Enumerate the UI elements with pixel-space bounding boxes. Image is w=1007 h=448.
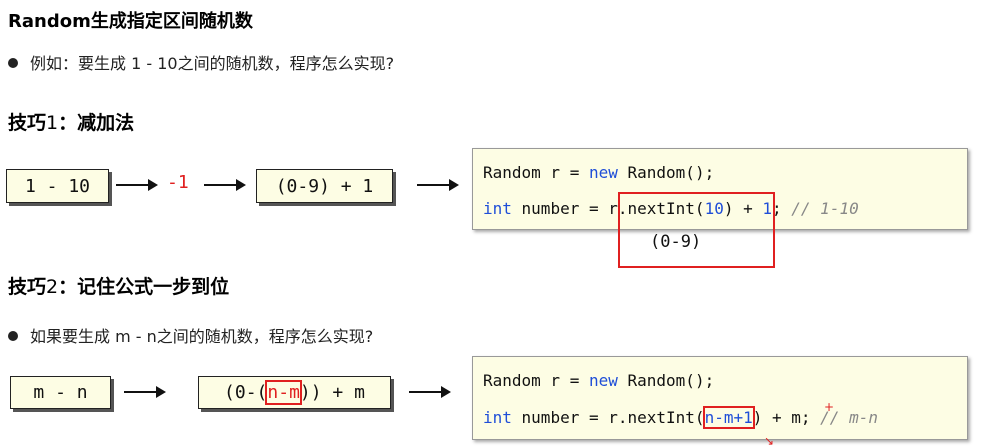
code-block-1: Random r = new Random(); int number = r.… — [472, 148, 968, 230]
page-title: Random生成指定区间随机数 — [8, 11, 253, 32]
bullet-example-2: 如果要生成 m - n之间的随机数，程序怎么实现? — [8, 323, 373, 347]
arrow-right-icon — [409, 386, 451, 398]
tip2-heading-b: 2 — [46, 276, 59, 298]
arrow-right-icon — [417, 179, 459, 191]
arrow-right-icon — [116, 179, 158, 191]
bullet-text-1: 例如：要生成 1 - 10之间的随机数，程序怎么实现? — [30, 54, 395, 73]
tip1-heading: 技巧1：减加法 — [8, 108, 134, 135]
expr-box-0-9-plus-1: (0-9) + 1 — [256, 169, 393, 203]
code-comment: // 1-10 — [791, 199, 859, 218]
tip1-heading-a: 技巧 — [8, 112, 47, 134]
code-text: Random(); — [617, 163, 715, 182]
code-highlight-n-m-plus-1: n-m+1 — [702, 406, 755, 429]
code1-line2: int number = r.nextInt(10) + 1; // 1-10 — [483, 199, 859, 218]
code-text: Random r = — [483, 371, 589, 390]
highlight-box-nextint — [618, 192, 775, 268]
code-text: Random r = — [483, 163, 589, 182]
bullet-dot-icon — [8, 57, 18, 68]
code-text: + — [733, 199, 763, 218]
bullet-example-1: 例如：要生成 1 - 10之间的随机数，程序怎么实现? — [8, 50, 394, 74]
code-text: r.nextInt( — [608, 199, 705, 218]
keyword-new: new — [588, 371, 618, 390]
code-comment: // m-n — [820, 408, 878, 427]
arrow-right-icon — [204, 179, 246, 191]
expr-text: )) + m — [299, 382, 365, 403]
keyword-new: new — [588, 163, 618, 182]
keyword-int: int — [483, 408, 512, 427]
code-text: ) + m; — [752, 408, 821, 427]
code-text: Random(); — [617, 371, 715, 390]
minus-one-label: -1 — [167, 172, 189, 193]
code-text: number = — [511, 199, 609, 218]
tip1-heading-b: 1 — [46, 112, 59, 134]
tip2-heading-a: 技巧 — [8, 276, 47, 298]
code-text: ) — [723, 199, 734, 218]
tip2-heading: 技巧2：记住公式一步到位 — [8, 272, 229, 299]
tip2-heading-c: ：记住公式一步到位 — [58, 276, 230, 298]
range-box-1-10: 1 - 10 — [6, 169, 109, 203]
red-arrow-mark-icon: ↘ — [764, 434, 775, 448]
code-text: number = r.nextInt( — [511, 408, 705, 427]
code-block-2: Random r = new Random(); int number = r.… — [472, 356, 968, 440]
bullet-text-2: 如果要生成 m - n之间的随机数，程序怎么实现? — [30, 327, 374, 346]
expr-text: (0-( — [224, 382, 268, 403]
red-cursor-mark-icon: + — [824, 400, 835, 414]
tip1-heading-c: ：减加法 — [58, 112, 135, 134]
code2-line2: int number = r.nextInt(n-m+1) + m; // m-… — [483, 406, 878, 429]
expr-highlight-n-m: n-m — [265, 380, 302, 405]
range-note-0-9: (0-9) — [650, 232, 702, 252]
code-text: ; — [772, 199, 792, 218]
range-box-m-n: m - n — [10, 376, 111, 409]
keyword-int: int — [483, 199, 512, 218]
arrow-right-icon — [124, 386, 166, 398]
number-literal: 1 — [762, 199, 773, 218]
number-literal: 10 — [704, 199, 724, 218]
bullet-dot-icon — [8, 330, 18, 341]
code1-line1: Random r = new Random(); — [483, 163, 714, 182]
expr-box-formula: (0-(n-m)) + m — [198, 376, 391, 409]
code2-line1: Random r = new Random(); — [483, 371, 714, 390]
